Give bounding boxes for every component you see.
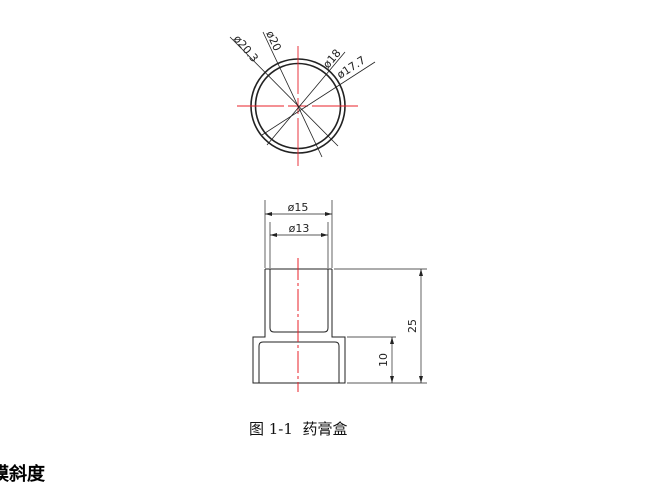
inner-cavity — [269, 269, 329, 333]
outer-profile — [252, 268, 346, 384]
figure-caption: 图 1-1 药膏盒 — [249, 420, 348, 438]
section-heading: 拔模斜度 — [0, 464, 45, 485]
front-view — [252, 200, 427, 392]
dim-13: ø13 — [289, 222, 310, 235]
technical-drawing: ø20.3 ø20 ø18 ø17.7 ø15 ø13 25 10 — [229, 29, 427, 392]
dim-20: ø20 — [263, 29, 284, 53]
top-view — [229, 31, 376, 166]
dim-20-3: ø20.3 — [231, 33, 261, 65]
base-cavity — [258, 341, 340, 383]
dim-10: 10 — [377, 353, 390, 367]
leader-lines — [229, 31, 376, 158]
dim-25: 25 — [406, 319, 419, 333]
dim-15: ø15 — [288, 201, 309, 214]
top-centerlines — [237, 46, 358, 166]
dimension-lines — [264, 200, 427, 384]
arrowheads — [265, 212, 423, 383]
